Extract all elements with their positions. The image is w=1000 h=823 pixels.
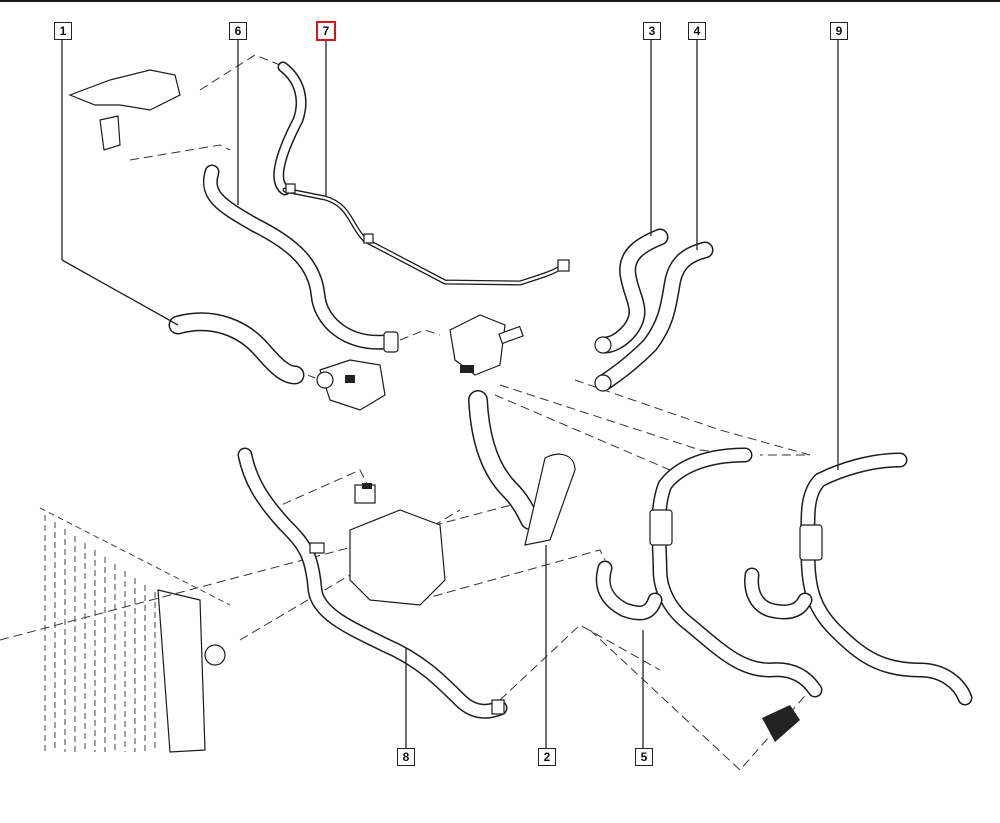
hose-9 — [744, 452, 973, 706]
bleed-hose — [273, 61, 307, 196]
hose-8 — [237, 447, 508, 719]
hose-4 — [594, 241, 714, 392]
leader-lines — [61, 40, 839, 748]
engine-bracket — [68, 69, 181, 151]
radiator-end-tank — [157, 589, 206, 753]
radiator-outlet — [204, 644, 226, 666]
top-border — [0, 0, 1000, 2]
hose-6 — [202, 164, 399, 353]
hose-3 — [594, 228, 669, 354]
water-pump — [316, 359, 386, 411]
hose-8-clamp — [491, 699, 505, 715]
small-valve — [762, 705, 800, 742]
callout-8[interactable]: 8 — [397, 748, 415, 766]
pipe-7-clip — [363, 233, 374, 244]
callout-4[interactable]: 4 — [688, 22, 706, 40]
radiator — [39, 507, 231, 753]
callout-1[interactable]: 1 — [54, 22, 72, 40]
hose-5-sleeve — [649, 509, 673, 546]
pipe-7 — [282, 183, 570, 286]
hose-5 — [595, 447, 823, 698]
valve-block — [349, 483, 446, 606]
hose-9-sleeve — [799, 524, 823, 561]
hose-2-fitting — [524, 453, 576, 546]
callout-5[interactable]: 5 — [635, 748, 653, 766]
hose-6-clamp — [383, 331, 399, 353]
callout-9[interactable]: 9 — [830, 22, 848, 40]
callout-6[interactable]: 6 — [229, 22, 247, 40]
callout-2[interactable]: 2 — [538, 748, 556, 766]
hose-8-clamp — [309, 542, 325, 554]
callout-3[interactable]: 3 — [643, 22, 661, 40]
callout-7-highlighted[interactable]: 7 — [316, 21, 336, 41]
hose-1 — [168, 312, 305, 385]
pipe-7-clip — [285, 183, 296, 194]
thermostat-housing — [449, 314, 524, 376]
hose-2 — [468, 390, 576, 546]
pipe-7-connector — [557, 259, 570, 272]
